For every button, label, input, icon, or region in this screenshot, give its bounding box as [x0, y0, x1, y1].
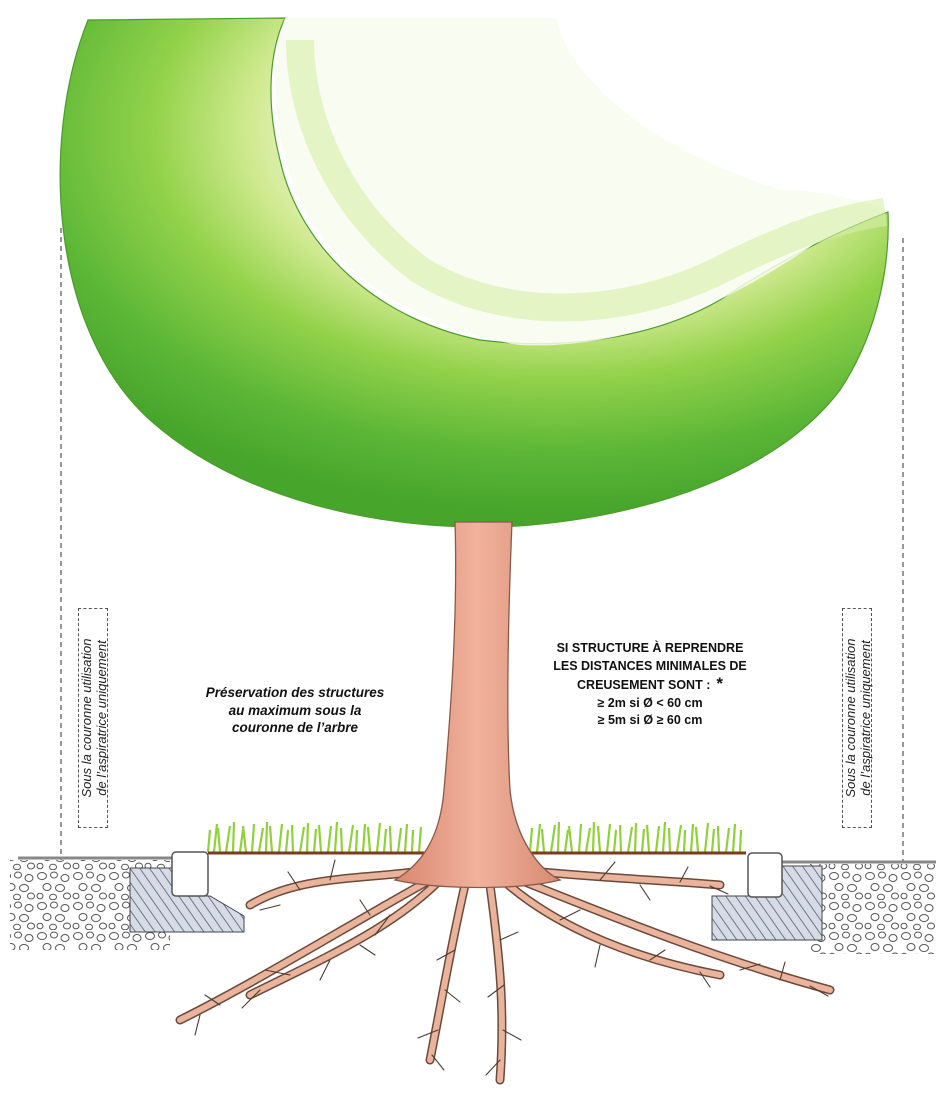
crown-note-left-line1: Sous la couronne utilisation: [79, 609, 94, 827]
distance-asterisk: *: [716, 674, 723, 693]
tree-canopy: [60, 18, 888, 527]
distance-line1: SI STRUCTURE À REPRENDRE: [530, 640, 770, 658]
preservation-note: Préservation des structures au maximum s…: [180, 684, 410, 737]
crown-note-right-line2: de l’aspiratrice uniquement: [858, 609, 873, 827]
curb-right: [748, 853, 782, 897]
distance-line3: CREUSEMENT SONT :: [577, 678, 710, 692]
crown-note-right-line1: Sous la couronne utilisation: [843, 609, 858, 827]
preservation-line1: Préservation des structures: [180, 684, 410, 702]
distance-line2: LES DISTANCES MINIMALES DE: [530, 658, 770, 676]
crown-note-right: Sous la couronne utilisation de l’aspira…: [842, 608, 872, 828]
gravel-right: [810, 864, 936, 954]
crown-note-left-line2: de l’aspiratrice uniquement: [94, 609, 109, 827]
distance-line4: ≥ 2m si Ø < 60 cm: [530, 695, 770, 713]
distance-line5: ≥ 5m si Ø ≥ 60 cm: [530, 712, 770, 730]
distance-line3-wrap: CREUSEMENT SONT : *: [530, 675, 770, 695]
curb-left: [172, 852, 208, 896]
crown-note-left: Sous la couronne utilisation de l’aspira…: [78, 608, 108, 828]
preservation-line3: couronne de l’arbre: [180, 719, 410, 737]
preservation-line2: au maximum sous la: [180, 702, 410, 720]
tree-roots: [180, 860, 830, 1080]
distance-requirements-note: SI STRUCTURE À REPRENDRE LES DISTANCES M…: [530, 640, 770, 730]
